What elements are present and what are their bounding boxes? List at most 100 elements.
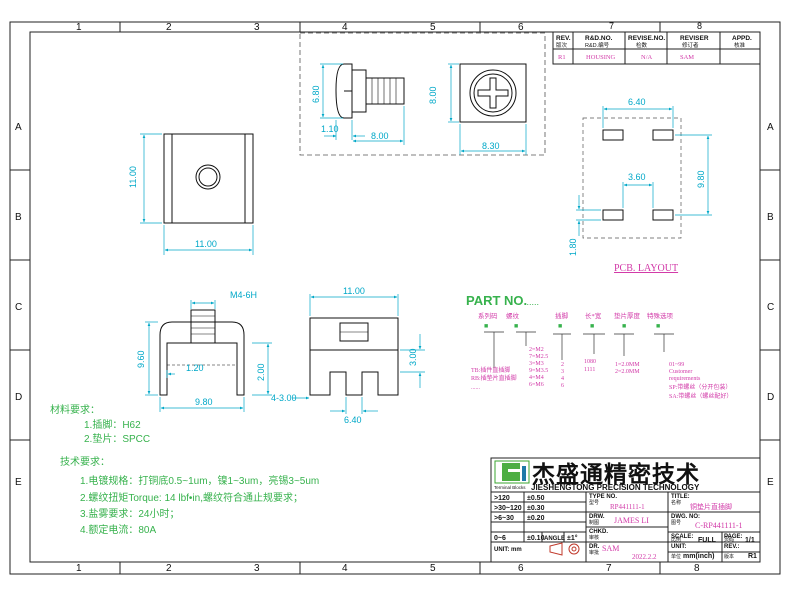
drawing-text: requirements: [669, 376, 701, 382]
dim-side-foot: 1.20: [186, 363, 204, 373]
bottom-number: 8: [694, 563, 700, 574]
unit-label: UNIT: mm: [494, 547, 522, 553]
sheet-frame: [9, 21, 781, 575]
dim-front-gap: 6.40: [344, 415, 362, 425]
dr-value: SAM: [602, 544, 619, 553]
company-logo-icon: [494, 460, 530, 484]
row-letter: B: [767, 212, 774, 223]
rev-value: N/A: [641, 54, 653, 61]
tol-range: >6~30: [494, 515, 514, 522]
row-letter: A: [15, 122, 22, 133]
dim-side-height: 9.60: [136, 350, 146, 368]
tech-item: 2.螺纹扭矩Torque: 14 lbf•in,螺纹符合通止规要求；: [80, 491, 303, 504]
top-number: 1: [76, 22, 82, 33]
dim-front-step: 3.00: [408, 348, 418, 366]
screw-view-frame: [299, 32, 546, 156]
screw-side-dims: [320, 63, 405, 145]
title-value: 铜垫片直插脚: [690, 502, 732, 511]
tol-value: ±0.30: [527, 505, 545, 512]
bottom-number: 4: [342, 563, 348, 574]
rev-value: R1: [558, 54, 566, 61]
company-name-en: JIESHENGTONG PRECISION TECHNOLOGY: [531, 483, 700, 492]
terminal-top-view: [163, 133, 254, 224]
part-no-column: 螺纹: [506, 311, 520, 320]
type-no-label: TYPE NO.: [589, 494, 617, 500]
angle-value: ±1°: [567, 534, 578, 542]
row-letter: D: [15, 392, 22, 403]
part-no-col3: 2 3 4 6: [561, 362, 564, 389]
pcb-layout-pads: [602, 129, 674, 221]
bottom-number: 5: [430, 563, 436, 574]
pcb-layout-label: PCB. LAYOUT: [614, 263, 678, 274]
drawing-text: 9=M3.5: [529, 368, 548, 374]
drawing-text: 01~99: [669, 362, 684, 368]
drw-value: JAMES LI: [614, 516, 649, 525]
drawing-text: 2: [561, 362, 564, 368]
top-number: 5: [430, 22, 436, 33]
tol-range: >30~120: [494, 505, 522, 512]
rev-header: APPD.: [732, 35, 752, 42]
top-border-numbers: 1 2 3 4 5 6: [76, 22, 524, 33]
drawing-text: 2=M2: [529, 347, 544, 353]
angle-label: ANGLE: [544, 536, 565, 542]
scale-label: SCALE:: [671, 534, 693, 540]
drawing-text: 1080: [584, 359, 596, 365]
dim-pcb-width: 6.40: [628, 97, 646, 107]
svg-text:■: ■: [590, 323, 594, 330]
terminal-side-view: [159, 309, 245, 396]
row-letter: C: [767, 302, 774, 313]
tol-value: ±0.50: [527, 495, 545, 502]
dr-label: DR.: [589, 544, 600, 550]
dim-thread: M4-6H: [230, 290, 257, 300]
svg-text:■: ■: [484, 323, 488, 330]
dim-pcb-pad: 1.80: [568, 238, 578, 256]
top-number: 2: [166, 22, 172, 33]
part-no-dots: ......: [524, 297, 539, 307]
bottom-number: 2: [166, 563, 172, 574]
tech-item: 1.电镀规格：打铜底0.5~1um，镍1~3um，亮锡3~5um: [80, 474, 319, 487]
title-label: TITLE:: [671, 494, 690, 500]
dwg-value: C-RP441111-1: [695, 521, 743, 530]
dim-top-width: 11.00: [195, 239, 217, 249]
rev-header-cn: 修订者: [682, 41, 699, 49]
page-value: 1/1: [745, 537, 755, 544]
drawing-text: 4: [561, 376, 564, 382]
page-cn: 页码: [724, 536, 734, 543]
dim-screw-diameter: 6.80: [311, 85, 321, 103]
rev-header: REVISE.NO.: [628, 35, 665, 42]
dim-screw-head: 1.10: [321, 124, 339, 134]
drawing-text: 2=2.0MM: [615, 369, 640, 375]
drawing-text: 6: [561, 383, 564, 389]
material-item: 1.插脚：H62: [84, 418, 141, 431]
rev-value: SAM: [680, 54, 694, 61]
scale-cn: 比例: [671, 536, 681, 543]
part-no-leaders: [484, 331, 674, 368]
page-label: PAGE:: [724, 534, 743, 540]
row-letter: C: [15, 302, 22, 313]
row-letter: B: [15, 212, 22, 223]
rev-value: HOUSING: [586, 54, 616, 61]
drawing-date: 2022.2.2: [632, 553, 657, 561]
unit2-value: mm(inch): [683, 553, 715, 560]
row-letter: D: [767, 392, 774, 403]
dim-front-width: 11.00: [343, 286, 365, 296]
part-no-title: PART NO.: [466, 293, 527, 308]
bottom-border-numbers: 1 2 3 4 5 6 7 8: [76, 563, 700, 574]
pcb-layout-frame: [582, 117, 682, 239]
rev-header-cn: R&D.编号: [585, 41, 610, 49]
chkd-cn: 审核: [589, 534, 599, 541]
rev-col-number: 8: [697, 21, 702, 31]
chkd-label: CHKD.: [589, 529, 608, 535]
rev-label: REV.:: [724, 544, 739, 550]
terminal-top-dims: [140, 133, 254, 255]
rev-header-cn: 版次: [556, 41, 568, 49]
part-no-col6: 01~99 Customer requirements SP:带螺丝（分开包装）…: [669, 362, 732, 400]
top-number: 3: [254, 22, 260, 33]
logo-small-text: Terminal Blocks: [494, 485, 526, 490]
drawing-text: RB:插垫片直插脚: [471, 374, 517, 382]
tech-item: 3.盐雾要求：24小时；: [80, 507, 179, 520]
row-letter: E: [767, 477, 774, 488]
bottom-number: 6: [518, 563, 524, 574]
svg-text:■: ■: [656, 323, 660, 330]
